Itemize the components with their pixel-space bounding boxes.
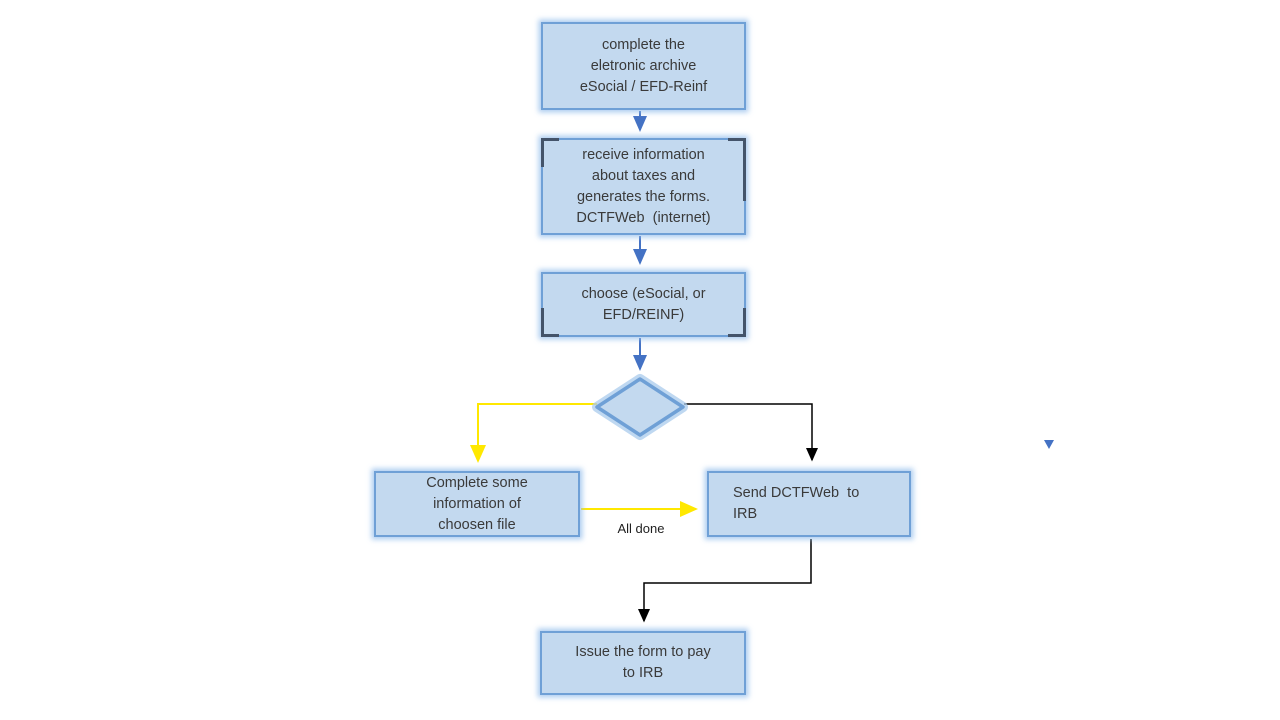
node-complete-information-label: Complete some information of choosen fil… <box>426 474 528 533</box>
node-choose-source-label: choose (eSocial, or EFD/REINF) <box>581 285 706 323</box>
connector-decision-to-complete-information <box>470 403 597 463</box>
node-send-dctfweb: Send DCTFWeb to IRB <box>707 471 911 537</box>
corner-accent-icon <box>541 308 559 337</box>
connector-send-to-issue <box>638 539 812 623</box>
stray-arrowhead-icon <box>1044 440 1054 449</box>
node-issue-form: Issue the form to pay to IRB <box>540 631 746 695</box>
node-decision <box>592 374 688 440</box>
edge-label-all-done: All done <box>617 521 665 536</box>
corner-accent-icon <box>541 138 559 167</box>
node-complete-archive-label: complete the eletronic archive eSocial /… <box>579 36 708 95</box>
corner-accent-icon <box>728 308 746 337</box>
node-receive-information-label: receive information about taxes and gene… <box>576 146 711 226</box>
corner-accent-icon <box>728 138 746 201</box>
node-complete-information: Complete some information of choosen fil… <box>374 471 580 537</box>
node-issue-form-label: Issue the form to pay to IRB <box>575 644 711 681</box>
node-choose-source: choose (eSocial, or EFD/REINF) <box>541 272 746 337</box>
node-receive-information: receive information about taxes and gene… <box>541 138 746 235</box>
node-send-dctfweb-label: Send DCTFWeb to IRB <box>733 485 860 522</box>
node-complete-archive: complete the eletronic archive eSocial /… <box>541 22 746 110</box>
connector-decision-to-send <box>684 403 818 462</box>
